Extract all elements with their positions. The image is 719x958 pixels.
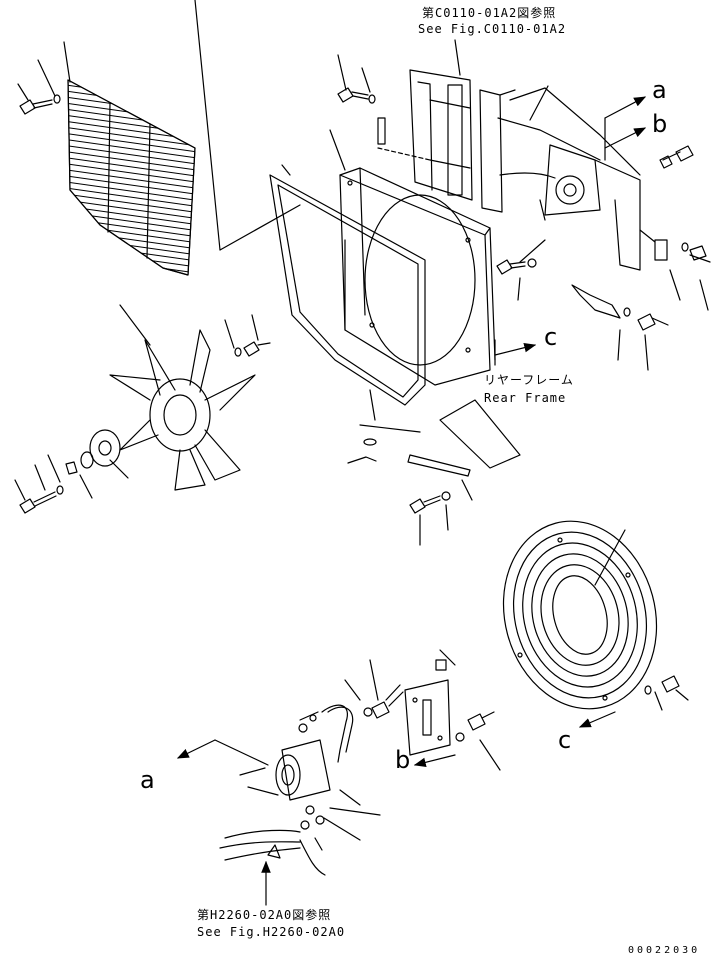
arrow-a-bottom <box>176 739 216 759</box>
drawing-number: 00022030 <box>628 945 701 956</box>
arrow-c-bottom <box>578 711 616 728</box>
motor-mount-bracket <box>479 87 641 271</box>
rear-frame-bracket <box>347 389 521 477</box>
arrow-label-c-top: c <box>544 323 558 351</box>
motor-fittings <box>239 767 381 841</box>
top-reference-jp: 第C0110-01A2図参照 <box>422 6 557 20</box>
arrow-label-c-bottom: c <box>558 726 572 754</box>
motor-plate <box>404 679 451 756</box>
arrow-label-a-bottom: a <box>140 766 155 794</box>
fan-guard <box>502 520 658 710</box>
top-reference-en: See Fig.C0110-01A2 <box>418 22 567 36</box>
hydraulic-hoses <box>219 829 326 876</box>
fan-motor <box>275 704 354 801</box>
fan-bolt <box>224 314 271 357</box>
motor-bracket-right-bolts <box>639 145 711 311</box>
upper-bracket <box>409 69 473 201</box>
fan-hub <box>65 429 121 475</box>
rear-frame-bolt <box>409 479 473 546</box>
fan-shroud <box>339 167 496 386</box>
radiator-grill <box>67 79 196 276</box>
arrow-b-top <box>604 127 647 149</box>
bracket-leader <box>454 39 461 76</box>
bottom-reference-jp: 第H2260-02A0図参照 <box>197 908 332 922</box>
guard-leader <box>594 529 626 586</box>
grill-leader <box>219 204 301 251</box>
fan-leader <box>119 304 151 346</box>
hose-leader <box>529 85 549 121</box>
rear-frame-label-en: Rear Frame <box>484 391 567 405</box>
motor-plate-bolts <box>344 649 501 771</box>
arrow-label-b-top: b <box>652 110 668 138</box>
arrow-a-bottom-leg <box>214 739 269 766</box>
grill-to-shroud-line <box>194 0 221 251</box>
rear-frame-label-jp: リヤーフレーム <box>484 373 574 387</box>
arrow-b-bottom <box>413 754 456 768</box>
seal-leader <box>281 164 291 176</box>
shroud-seal-frame <box>269 174 426 406</box>
lower-clamp-bracket <box>571 284 669 371</box>
arrow-c-top <box>494 342 537 356</box>
cooling-fan <box>109 329 256 491</box>
grill-bolt-top <box>17 41 71 115</box>
arrow-label-b-bottom: b <box>395 746 411 774</box>
arrow-label-a-top: a <box>652 76 667 104</box>
shroud-leader <box>329 129 346 171</box>
upper-bracket-bolt <box>337 54 431 161</box>
guard-bolt <box>644 675 689 711</box>
arrow-a-top <box>604 96 647 119</box>
bottom-reference-en: See Fig.H2260-02A0 <box>197 925 346 939</box>
side-bracket-bolt <box>496 239 546 301</box>
hub-bolt <box>14 454 129 514</box>
